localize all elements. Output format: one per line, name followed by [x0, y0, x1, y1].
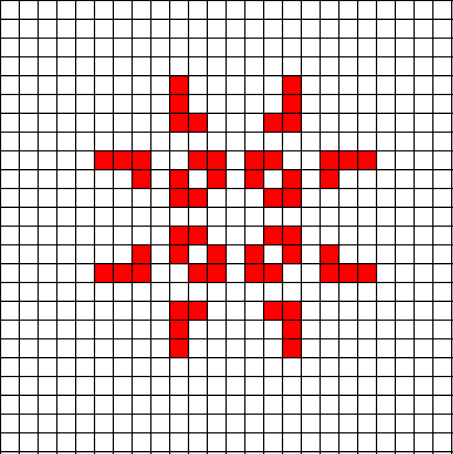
live-cell[interactable]: [282, 113, 302, 133]
live-cell[interactable]: [169, 75, 189, 95]
live-cell[interactable]: [263, 263, 283, 283]
live-cell[interactable]: [169, 94, 189, 114]
live-cell[interactable]: [132, 244, 151, 264]
live-cell[interactable]: [282, 320, 302, 339]
live-cell[interactable]: [207, 244, 227, 264]
live-cell[interactable]: [282, 169, 302, 189]
live-cell[interactable]: [263, 188, 283, 208]
live-cell[interactable]: [320, 244, 339, 264]
live-cell[interactable]: [320, 169, 339, 189]
live-cell[interactable]: [169, 301, 189, 321]
live-cell[interactable]: [113, 150, 133, 170]
live-cell[interactable]: [188, 150, 208, 170]
live-cell[interactable]: [188, 301, 208, 321]
live-cell[interactable]: [169, 188, 189, 208]
live-cell[interactable]: [263, 226, 283, 245]
live-cell[interactable]: [169, 320, 189, 339]
live-cell[interactable]: [188, 113, 208, 133]
live-cell[interactable]: [282, 188, 302, 208]
live-cell[interactable]: [169, 244, 189, 264]
live-cell[interactable]: [282, 75, 302, 95]
live-cell[interactable]: [169, 338, 189, 358]
live-cell[interactable]: [244, 263, 264, 283]
live-cell[interactable]: [263, 150, 283, 170]
live-cell[interactable]: [207, 150, 227, 170]
live-cell[interactable]: [282, 301, 302, 321]
live-cell[interactable]: [357, 263, 377, 283]
live-cell[interactable]: [282, 338, 302, 358]
live-cell[interactable]: [357, 150, 377, 170]
live-cell[interactable]: [244, 150, 264, 170]
live-cell[interactable]: [320, 150, 339, 170]
live-cell[interactable]: [207, 263, 227, 283]
live-cell[interactable]: [207, 169, 227, 189]
live-cell[interactable]: [244, 169, 264, 189]
live-cell[interactable]: [188, 263, 208, 283]
live-cell[interactable]: [263, 113, 283, 133]
live-cell[interactable]: [169, 226, 189, 245]
live-cell[interactable]: [244, 244, 264, 264]
cells-layer: [94, 75, 377, 358]
live-cell[interactable]: [320, 263, 339, 283]
live-cell[interactable]: [282, 226, 302, 245]
live-cell[interactable]: [169, 113, 189, 133]
live-cell[interactable]: [132, 169, 151, 189]
live-cell[interactable]: [282, 94, 302, 114]
live-cell[interactable]: [113, 263, 133, 283]
live-cell[interactable]: [94, 150, 114, 170]
live-cell[interactable]: [282, 244, 302, 264]
live-cell[interactable]: [338, 150, 358, 170]
live-cell[interactable]: [188, 226, 208, 245]
live-cell[interactable]: [263, 301, 283, 321]
live-cell[interactable]: [94, 263, 114, 283]
live-cell[interactable]: [132, 150, 151, 170]
live-cell[interactable]: [132, 263, 151, 283]
live-cell[interactable]: [338, 263, 358, 283]
live-cell[interactable]: [188, 188, 208, 208]
live-cell[interactable]: [169, 169, 189, 189]
